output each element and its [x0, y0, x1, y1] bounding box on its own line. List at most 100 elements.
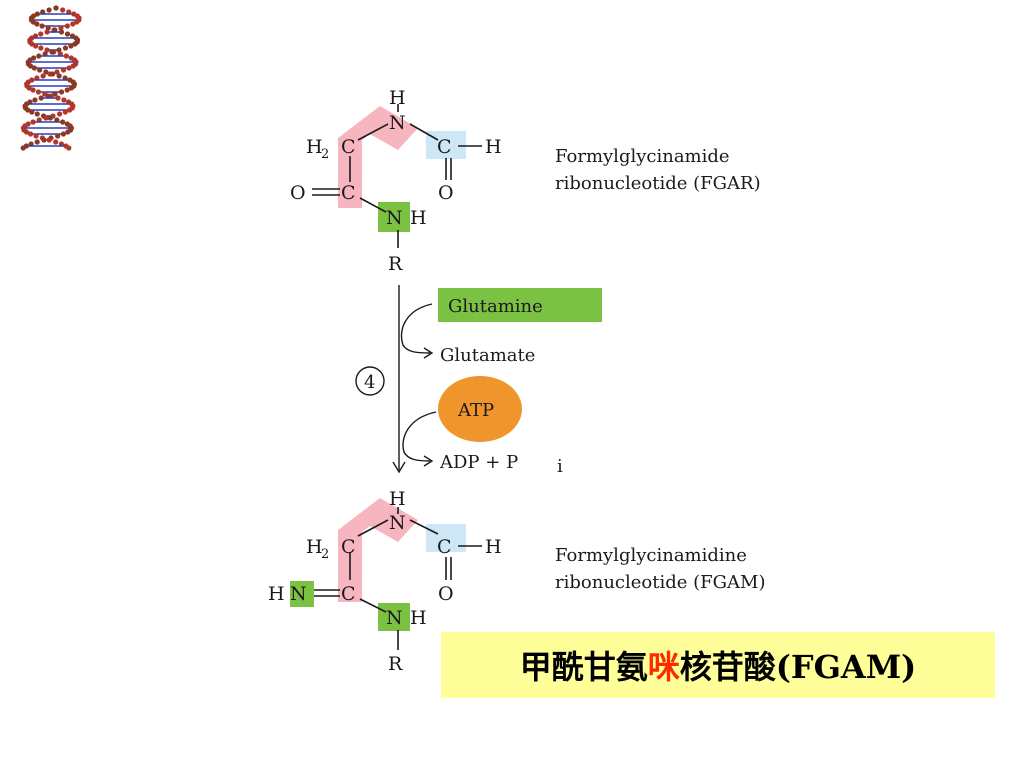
caption-box: 甲酰甘氨咪核苷酸(FGAM)	[441, 632, 995, 698]
dna-atom	[72, 41, 78, 47]
dna-atom	[58, 25, 64, 31]
dna-atom	[46, 137, 52, 143]
step-number-circle	[355, 366, 385, 396]
dna-atom	[39, 23, 45, 29]
glutamine-label: Glutamine	[448, 296, 543, 317]
glutamine-box	[438, 288, 602, 322]
glutamine-curve-arrow	[400, 303, 433, 354]
dna-atom	[46, 7, 52, 13]
dna-atom	[34, 111, 40, 117]
glutamate-arrowhead	[423, 347, 434, 359]
fgam-structure: H N H 2 C C H H N C O N H R Formylglycin…	[268, 488, 765, 675]
fgar-bonds	[312, 104, 482, 248]
dna-atom	[23, 129, 30, 135]
dna-atom	[54, 69, 60, 75]
atom-h: H	[389, 488, 406, 510]
dna-helix-icon	[20, 5, 82, 151]
atom-h: H	[389, 87, 406, 109]
atom-h-formyl: H	[485, 136, 502, 158]
dna-atom	[67, 107, 73, 113]
amide-nh-highlight	[378, 603, 410, 631]
dna-atom	[27, 63, 34, 69]
adp-pi-label: ADP + P	[439, 452, 518, 473]
dna-atom	[35, 89, 42, 95]
atom-h2-subscript: 2	[321, 147, 329, 162]
caption-part1: 甲酰甘氨	[519, 648, 648, 686]
atom-n: N	[389, 112, 406, 134]
dna-atom	[40, 73, 46, 79]
atom-c-amide: C	[341, 182, 356, 204]
dna-atom	[30, 87, 36, 93]
atom-n-imine: N	[290, 583, 307, 605]
dna-atom	[34, 11, 40, 17]
dna-atom	[37, 67, 43, 73]
dna-atom	[33, 133, 39, 139]
dna-atom	[60, 67, 67, 73]
fgam-name-line2: ribonucleotide (FGAM)	[555, 572, 765, 593]
dna-atom	[27, 131, 34, 137]
dna-atom	[49, 71, 56, 77]
atom-h-imine: H	[268, 583, 285, 605]
fgam-bonds	[314, 507, 482, 650]
dna-atom	[64, 87, 70, 93]
dna-atom	[26, 85, 32, 91]
dna-atom	[38, 45, 44, 51]
dna-atom	[44, 47, 50, 53]
fgar-structure: H N H 2 C C H O C O N H R Formylglycinam…	[290, 87, 761, 275]
atom-c-amidine: C	[341, 583, 356, 605]
atp-circle	[438, 376, 522, 442]
formyl-highlight	[426, 131, 466, 159]
atom-c-formyl: C	[437, 136, 452, 158]
dna-atom	[66, 145, 72, 151]
dna-atom	[68, 85, 75, 91]
dna-atom	[66, 65, 72, 71]
backbone-highlight	[338, 498, 418, 602]
dna-atom	[25, 107, 31, 113]
dna-atom	[32, 97, 38, 103]
glutamate-label: Glutamate	[440, 345, 535, 366]
dna-atom	[61, 97, 67, 103]
dna-atom	[33, 43, 39, 49]
dna-atom	[44, 29, 50, 35]
atom-c: C	[341, 136, 356, 158]
dna-atom	[31, 65, 37, 71]
atom-c-formyl: C	[437, 536, 452, 558]
dna-atom	[43, 69, 49, 75]
dna-atom	[29, 109, 35, 115]
dna-atom	[65, 129, 71, 135]
dna-atom	[68, 43, 74, 49]
adp-arrowhead	[423, 455, 434, 467]
dna-atom	[60, 119, 66, 125]
atp-curve-arrow	[402, 411, 437, 462]
dna-atom	[64, 31, 71, 37]
atom-h2: H	[306, 136, 323, 158]
amide-nh-highlight	[378, 202, 410, 232]
atom-n: N	[389, 512, 406, 534]
dna-atom	[34, 139, 40, 145]
dna-atom	[38, 95, 44, 101]
dna-atom	[38, 31, 44, 37]
dna-atom	[55, 95, 61, 101]
reaction-arrowhead	[392, 461, 406, 474]
atom-h2-subscript: 2	[321, 547, 329, 562]
dna-atom	[74, 19, 80, 25]
reaction-step: 4 Glutamine Glutamate ATP ADP + P i	[355, 285, 602, 477]
pi-subscript: i	[557, 456, 563, 477]
atom-o-formyl: O	[438, 182, 454, 204]
dna-atom	[56, 73, 62, 79]
dna-atom	[53, 5, 59, 11]
atom-o: O	[290, 182, 306, 204]
dna-atom	[60, 131, 67, 137]
atom-o-formyl: O	[438, 583, 454, 605]
atom-h2: H	[306, 536, 323, 558]
dna-atom	[62, 45, 69, 51]
atom-h-amide: H	[410, 207, 427, 229]
dna-atom	[70, 63, 76, 69]
amidine-nh-highlight	[290, 581, 314, 607]
dna-atom	[53, 139, 59, 145]
atom-r: R	[388, 253, 403, 275]
dna-atom	[70, 21, 76, 27]
dna-atom	[41, 137, 47, 143]
dna-atom	[60, 7, 66, 13]
